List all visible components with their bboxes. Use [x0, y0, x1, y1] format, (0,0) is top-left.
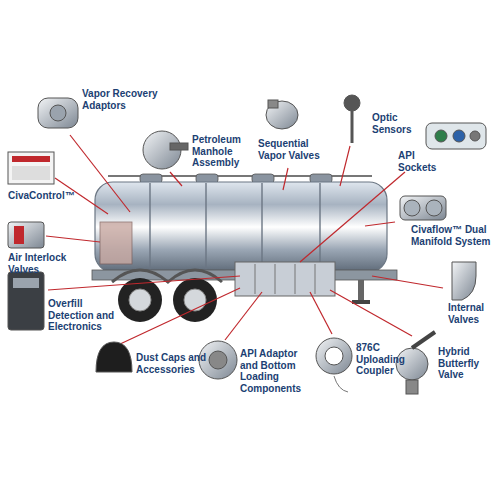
- leader-lines: [46, 135, 443, 345]
- part-label: Hybrid Butterfly Valve: [438, 346, 496, 381]
- part-label: Petroleum Manhole Assembly: [192, 134, 252, 169]
- part-label: Internal Valves: [448, 302, 496, 325]
- part-label: 876C Uploading Coupler: [356, 342, 412, 377]
- part-label: Dust Caps and Accessories: [136, 352, 216, 375]
- part-label: Sequential Vapor Valves: [258, 138, 324, 161]
- part-label: API Adaptor and Bottom Loading Component…: [240, 348, 310, 394]
- part-label: API Sockets: [398, 150, 438, 173]
- tanker-trailer: [92, 174, 397, 322]
- part-label: Air Interlock Valves: [8, 252, 88, 275]
- part-label: Vapor Recovery Adaptors: [82, 88, 162, 111]
- part-label: Overfill Detection and Electronics: [48, 298, 128, 333]
- part-label: CivaControl™: [8, 190, 83, 202]
- part-label: Optic Sensors: [372, 112, 420, 135]
- part-label: Civaflow™ Dual Manifold System: [411, 224, 497, 247]
